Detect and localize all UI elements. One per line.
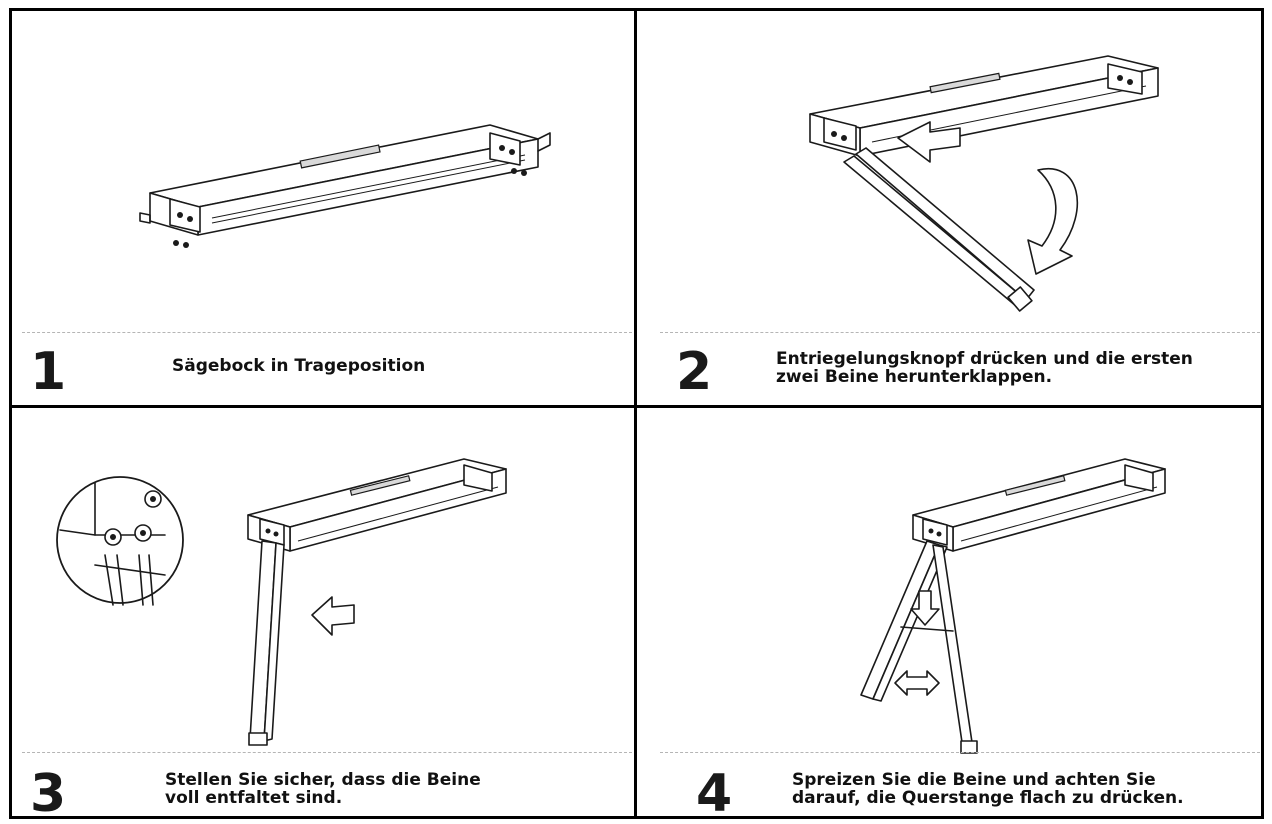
leg-lock-detail-magnifier — [56, 476, 184, 606]
step-3-divider — [22, 752, 632, 753]
sawhorse-carry-position-illustration — [139, 124, 551, 248]
step-4-caption: Spreizen Sie die Beine und achten Sie da… — [792, 770, 1184, 808]
sawhorse-spread-legs-illustration — [860, 458, 1166, 754]
vertical-divider — [634, 8, 637, 819]
step-4-number: 4 — [696, 764, 733, 824]
step-3-number: 3 — [30, 764, 67, 824]
horizontal-divider — [9, 405, 1264, 408]
sawhorse-unfold-legs-illustration — [809, 55, 1159, 312]
sawhorse-first-legs-illustration — [247, 458, 507, 746]
step-2-caption: Entriegelungsknopf drücken und die erste… — [776, 349, 1193, 387]
step-1-caption: Sägebock in Trageposition — [172, 356, 426, 376]
step-3-caption: Stellen Sie sicher, dass die Beine voll … — [165, 770, 481, 808]
step-1-number: 1 — [30, 342, 67, 402]
step-2-divider — [660, 332, 1260, 333]
step-4-divider — [660, 752, 1260, 753]
step-1-divider — [22, 332, 632, 333]
step-2-number: 2 — [676, 342, 713, 402]
